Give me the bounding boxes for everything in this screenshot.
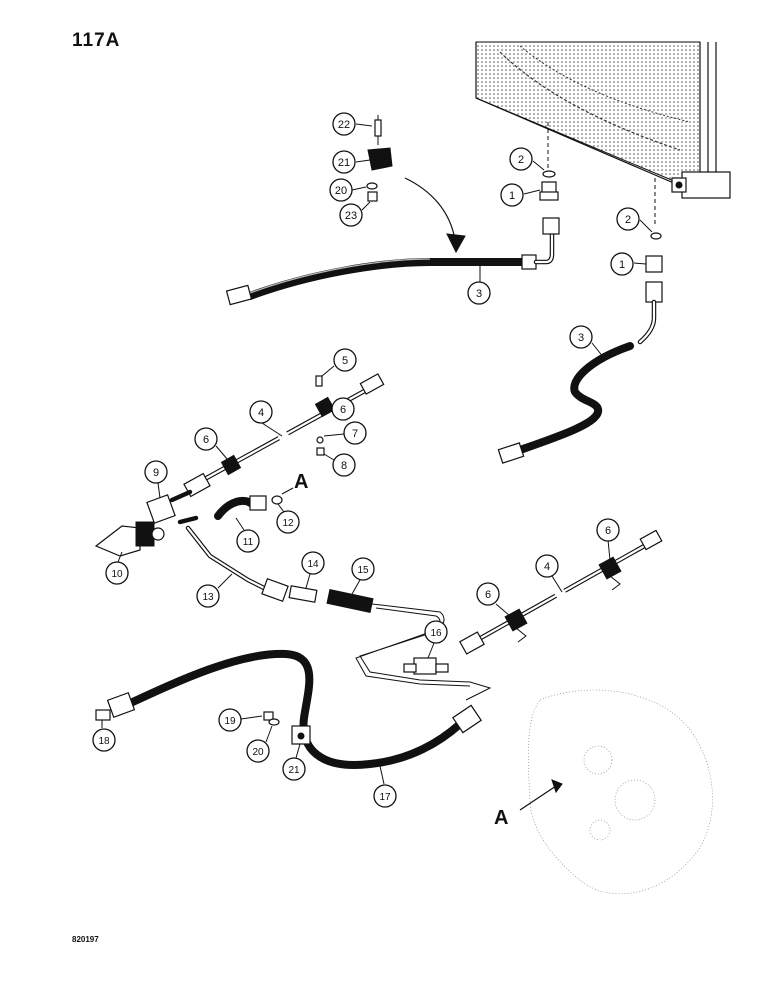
tee-fitting [403,657,449,675]
fitting-upper [539,170,559,201]
callout-3b: 3 [578,332,584,344]
callout-16: 16 [430,628,442,639]
callout-20b: 20 [252,747,264,758]
callout-23: 23 [345,210,357,222]
callout-6c: 6 [485,589,491,601]
callout-6a: 6 [340,404,346,416]
callout-7: 7 [352,428,358,440]
callout-22: 22 [338,119,350,131]
callout-21b: 21 [288,765,300,776]
valve-assembly [94,489,289,603]
transmission-housing [519,689,713,895]
callout-6d: 6 [605,525,611,537]
callout-4a: 4 [258,407,264,419]
tube-assembly-lower [459,529,663,655]
callout-6b: 6 [203,434,209,446]
callout-13: 13 [202,592,214,603]
reference-letter-lower: A [494,807,508,829]
callout-9: 9 [153,467,159,479]
right-radiator-hose [497,232,663,464]
callout-12: 12 [282,518,294,529]
radiator [475,41,731,224]
callout-11: 11 [243,537,254,548]
callout-18: 18 [98,736,110,747]
callout-14: 14 [307,559,319,570]
callout-4b: 4 [544,561,550,573]
callout-3a: 3 [476,288,482,300]
callouts: 22 21 20 23 2 1 2 1 3 [92,112,653,808]
callout-19: 19 [224,716,236,727]
page-number: 117A [72,30,121,51]
callout-8: 8 [341,460,347,472]
callout-21a: 21 [338,157,350,169]
callout-10: 10 [111,569,123,580]
callout-2a: 2 [518,154,524,166]
callout-1a: 1 [509,190,515,202]
callout-2b: 2 [625,214,631,226]
callout-15: 15 [357,565,369,576]
hose-clip-assembly [366,115,466,254]
callout-1b: 1 [619,259,625,271]
reference-letter-upper: A [294,471,308,493]
drawing-code: 820197 [72,935,99,944]
callout-17: 17 [379,792,391,803]
callout-20a: 20 [335,185,347,197]
lower-hose [95,649,482,769]
upper-radiator-hose [225,217,560,306]
callout-5: 5 [342,355,348,367]
